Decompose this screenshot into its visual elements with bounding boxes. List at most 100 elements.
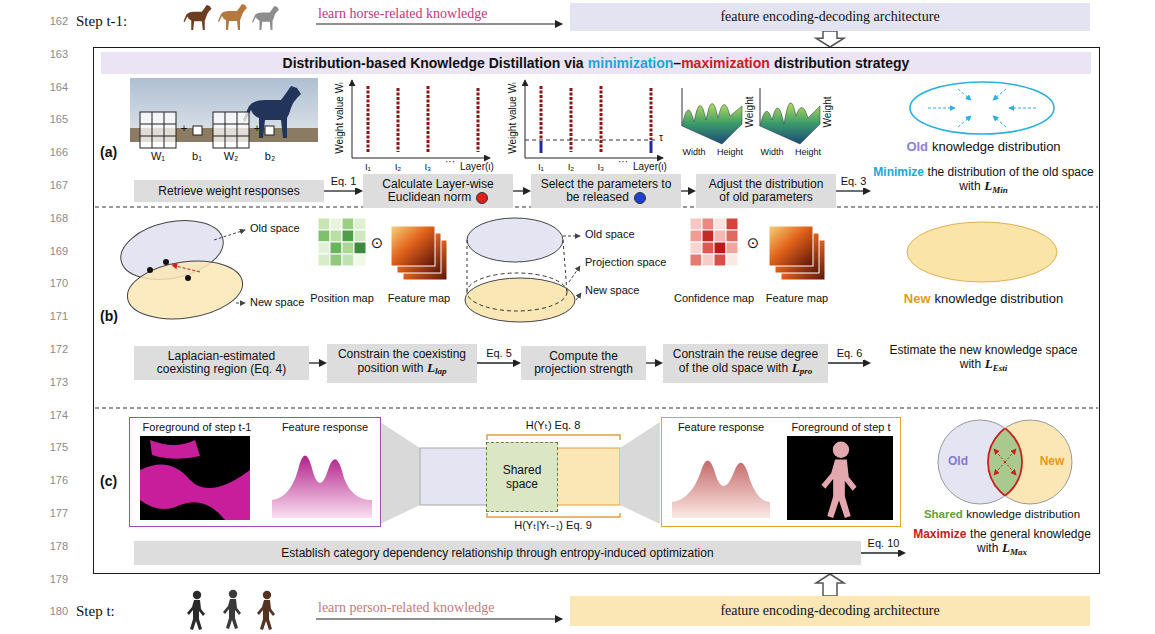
line-number: 164: [50, 81, 68, 94]
position-map: [330, 230, 342, 242]
surface-plot: [682, 88, 742, 144]
connector: [513, 187, 531, 195]
line-number: 175: [50, 441, 68, 454]
label: b₂: [265, 150, 275, 163]
person-images: [187, 590, 275, 630]
position-map: [318, 230, 330, 242]
connector: [309, 359, 327, 367]
person-images: [187, 591, 205, 630]
text-wrap: Constrain the reuse degree of the old sp…: [669, 348, 822, 379]
label-text: Feature response: [678, 421, 764, 433]
text-group: feature encoding-decoding architecture: [720, 9, 939, 25]
surface-plot: [682, 88, 683, 126]
shared-space-box: Shared space: [486, 442, 558, 512]
feature-maps: [769, 226, 825, 280]
horse-photo: [213, 124, 249, 125]
label: Height: [717, 147, 743, 157]
horse-photo: [265, 126, 274, 135]
weight-chart: [367, 86, 370, 152]
connector-line: [513, 190, 524, 191]
line-number: 170: [50, 277, 68, 290]
position-map: [330, 218, 342, 230]
connector-line: [861, 552, 899, 553]
label-text: knowledge distribution: [932, 139, 1061, 154]
label-text: Constrain the coexisting position with: [338, 347, 466, 375]
confidence-map: [726, 218, 738, 230]
label: (b): [100, 308, 118, 324]
label-text: Laplacian-estimated coexisting region (E…: [157, 349, 286, 376]
label: (a): [100, 144, 117, 160]
surface-plot: [760, 88, 820, 144]
position-map: [318, 218, 366, 266]
text-wrap: Select the parameters to be released: [537, 178, 675, 204]
connector-line: [477, 362, 514, 363]
label: Position map: [310, 292, 374, 305]
label: learn person-related knowledge: [318, 600, 494, 616]
connector: [681, 187, 696, 195]
venn-diagram: [988, 420, 1072, 504]
weight-chart: [352, 80, 353, 158]
horse-photo: [225, 112, 226, 148]
label-text: minimization: [588, 55, 674, 71]
text-wrap: Retrieve weight responses: [158, 185, 299, 198]
weight-chart-threshold: [540, 86, 543, 140]
label-text: Compute the projection strength: [534, 349, 633, 376]
connector: [828, 359, 871, 367]
weight-chart-threshold: [600, 86, 603, 152]
label-text: feature encoding-decoding architecture: [720, 9, 939, 24]
confidence-map: [702, 242, 714, 254]
label: Weight value Wₗ: [334, 82, 346, 154]
label-text: Old: [906, 139, 928, 154]
label: Old space: [250, 222, 300, 235]
text-wrap: feature encoding-decoding architecture: [720, 9, 939, 25]
coexist-diagram: [163, 259, 169, 265]
confidence-map: [726, 230, 738, 242]
edge-label: Eq. 10: [866, 537, 902, 550]
weight-chart: [397, 88, 400, 152]
label-text: L: [1002, 540, 1010, 555]
distribution-result: Oldknowledge distributionMinimizethe dis…: [871, 79, 1096, 207]
arrowhead: [355, 187, 363, 195]
label: Layer(ι): [633, 161, 667, 173]
connector: [816, 574, 844, 596]
text-wrap: Compute the projection strength: [527, 350, 640, 376]
connector: [861, 549, 906, 557]
connector-line: [836, 190, 864, 191]
horse-photo: [164, 112, 165, 148]
architecture-box: feature encoding-decoding architecture: [570, 3, 1090, 31]
position-map: [342, 218, 354, 230]
label-text: Distribution-based Knowledge Distillatio…: [283, 55, 584, 71]
confidence-map: [690, 218, 702, 230]
label: Old space: [585, 228, 635, 241]
horse-photo: [193, 126, 202, 135]
architecture-box: feature encoding-decoding architecture: [570, 596, 1090, 626]
old-distribution: [910, 82, 1054, 134]
feature-maps: [391, 226, 447, 280]
arrowhead: [898, 549, 906, 557]
venn-diagram: [988, 420, 1072, 504]
hollow-arrow: [816, 574, 844, 596]
feature-maps: [391, 226, 435, 266]
edge-label: Eq. 5: [484, 347, 514, 360]
label-text: Retrieve weight responses: [158, 184, 299, 198]
text-group: Compute the projection strength: [527, 350, 640, 376]
connector: [816, 31, 844, 47]
text-group: Distribution-based Knowledge Distillatio…: [101, 52, 1091, 74]
horse-photo: [152, 112, 153, 148]
line-number: 179: [50, 573, 68, 586]
label: τ: [659, 132, 663, 144]
old-distribution: [928, 108, 955, 109]
venn-diagram: [938, 420, 1072, 504]
connector-line: [309, 362, 320, 363]
text-wrap: feature encoding-decoding architecture: [720, 603, 939, 619]
confidence-map: [726, 242, 738, 254]
line-number: 171: [50, 310, 68, 323]
position-map: [318, 242, 330, 254]
text-wrap: Establish category dependency relationsh…: [281, 547, 713, 560]
line-number: 163: [50, 48, 68, 61]
line-number: 167: [50, 179, 68, 192]
position-map: [342, 230, 354, 242]
coexist-diagram: [115, 212, 246, 326]
label: Old: [948, 455, 968, 469]
edge-label: Eq. 3: [839, 175, 869, 188]
